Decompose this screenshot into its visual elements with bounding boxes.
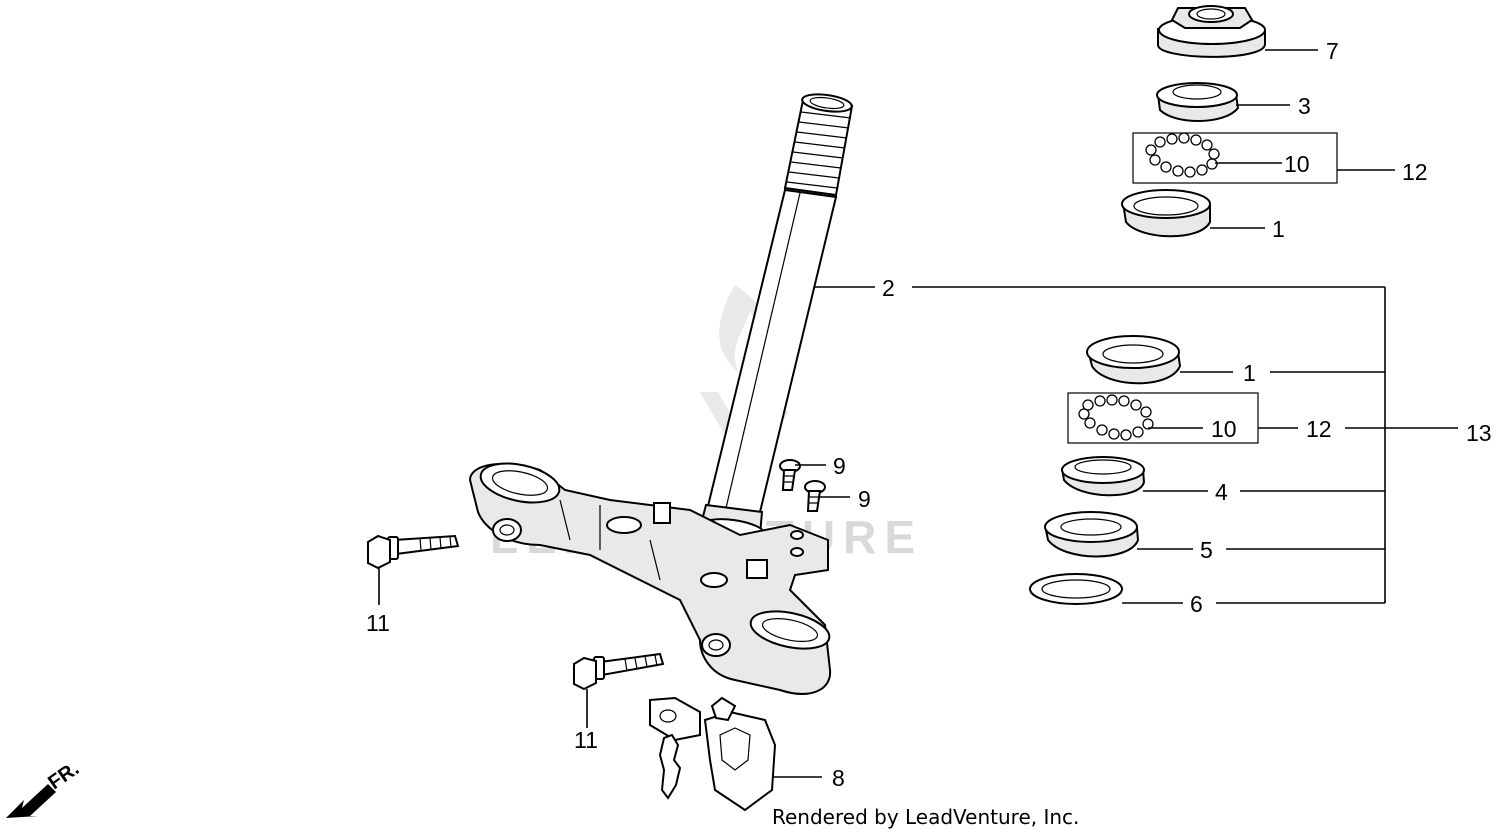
screw-9a — [779, 459, 801, 491]
callout-12-mid: 12 — [1306, 416, 1332, 442]
callout-10-mid: 10 — [1211, 416, 1237, 442]
callout-11a: 11 — [366, 610, 390, 636]
lock-nut-7 — [1157, 5, 1266, 58]
steering-lock — [649, 696, 777, 812]
dust-seal-5 — [1044, 511, 1140, 558]
callout-3: 3 — [1298, 93, 1311, 119]
callout-8: 8 — [832, 765, 845, 791]
render-credit: Rendered by LeadVenture, Inc. — [772, 805, 1079, 829]
callout-13: 13 — [1466, 420, 1492, 446]
washer-6 — [1029, 573, 1123, 605]
bolt-11a — [367, 534, 460, 570]
steel-balls-bottom — [1067, 392, 1259, 444]
callout-4: 4 — [1215, 479, 1228, 505]
callout-10-top: 10 — [1284, 151, 1310, 177]
screw-9b — [804, 480, 826, 512]
steel-balls-top — [1132, 132, 1338, 184]
ball-race-1-top — [1121, 189, 1211, 238]
callout-12-top: 12 — [1402, 159, 1428, 185]
callout-5: 5 — [1200, 537, 1213, 563]
callout-7: 7 — [1326, 38, 1339, 64]
cone-race-4 — [1061, 456, 1146, 497]
callout-11b: 11 — [574, 727, 598, 753]
callout-1-mid: 1 — [1243, 360, 1256, 386]
bolt-11b — [573, 652, 665, 691]
callout-6: 6 — [1190, 591, 1203, 617]
callout-9a: 9 — [833, 453, 846, 479]
front-direction-arrow-icon — [6, 784, 56, 818]
bottom-bridge — [468, 462, 832, 695]
callout-1-top: 1 — [1272, 216, 1285, 242]
ball-race-1-bottom — [1086, 335, 1182, 385]
cone-race-3 — [1156, 82, 1240, 122]
leader-lines — [378, 49, 1458, 778]
callout-9b: 9 — [858, 486, 871, 512]
callout-2: 2 — [882, 275, 895, 301]
